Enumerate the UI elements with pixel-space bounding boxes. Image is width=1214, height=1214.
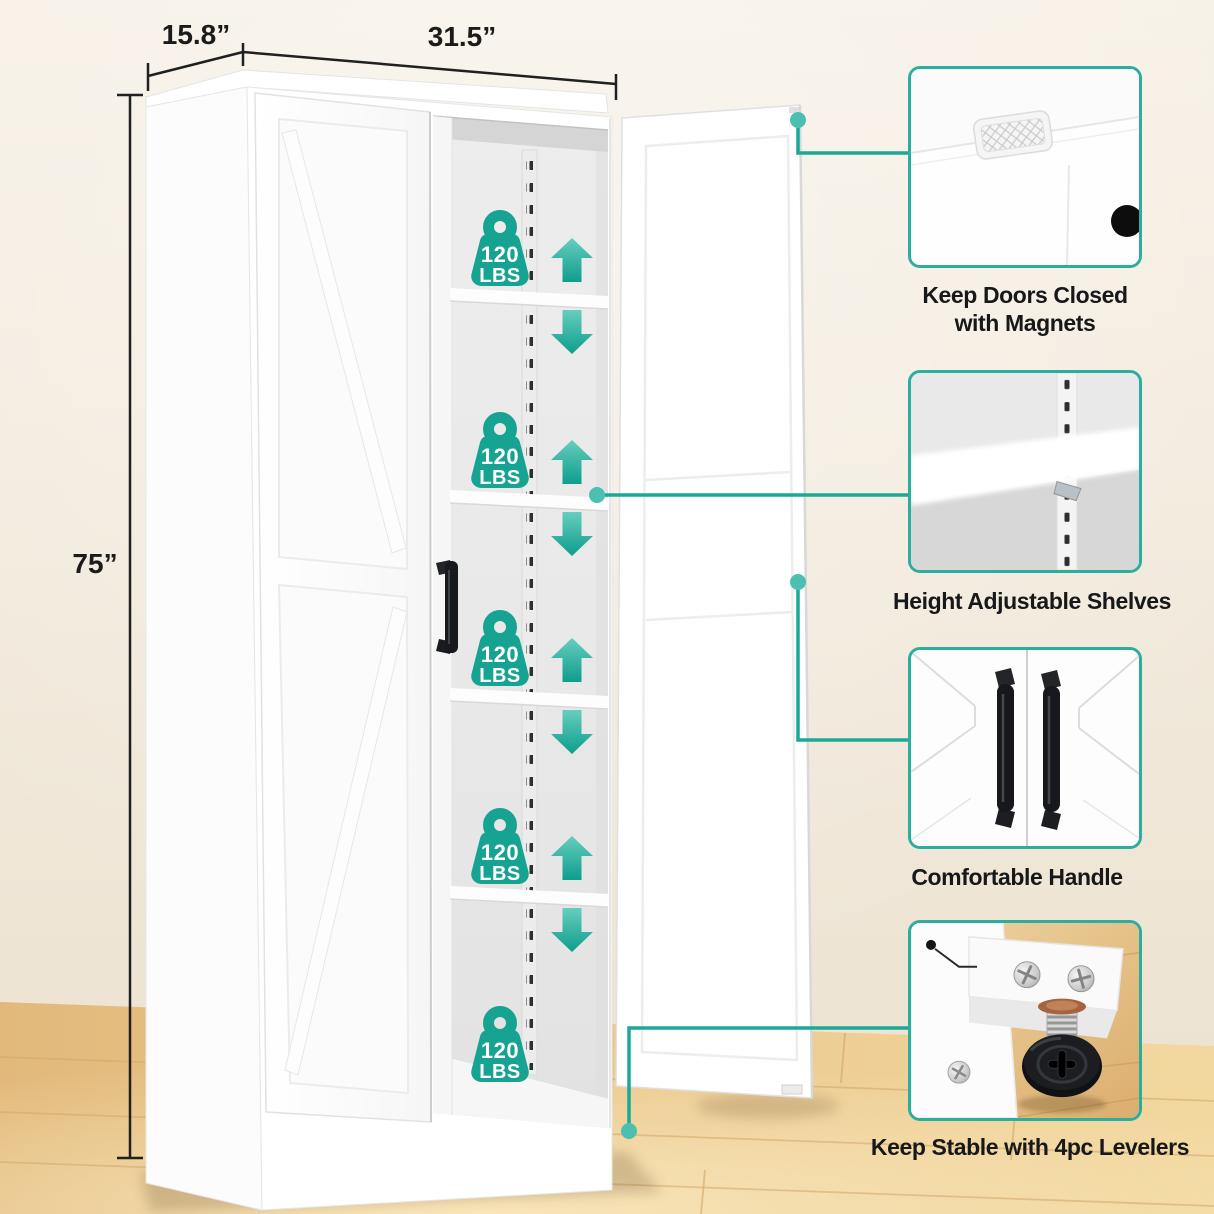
callout-box-levelers	[908, 920, 1142, 1121]
dimension-labels: 15.8” 31.5” 75”	[72, 19, 496, 579]
weight-badge-icon: 120 LBS	[471, 412, 529, 489]
callout-caption-levelers: Keep Stable with 4pc Levelers	[870, 1134, 1190, 1160]
brand-sticker	[781, 1084, 803, 1095]
shelf	[450, 688, 608, 709]
screw-icon	[1067, 965, 1095, 993]
cabinet-side-panel	[145, 86, 263, 1211]
connector-line	[796, 120, 908, 155]
connector-dot	[790, 574, 806, 590]
badge-unit: LBS	[479, 265, 521, 287]
badge-value: 120	[481, 242, 519, 267]
arrow-up-icon	[551, 238, 593, 282]
weight-badge-icon: 120 LBS	[471, 210, 529, 287]
shelf-clip	[1053, 480, 1082, 502]
leveler-photo	[911, 923, 1139, 1118]
arrow-up-icon	[551, 638, 593, 682]
door-handle	[436, 560, 458, 654]
connector-dots	[589, 112, 806, 1139]
dimension-label-height: 75”	[72, 548, 117, 579]
callout-connectors	[597, 120, 908, 1131]
connector-dot	[621, 1123, 637, 1139]
badge-unit: LBS	[479, 467, 521, 489]
arrow-down-icon	[551, 512, 593, 556]
right-door-open	[609, 104, 814, 1128]
handle-photo	[911, 650, 1139, 846]
weight-badge-icon: 120 LBS	[471, 1006, 529, 1083]
handle-icon	[1041, 670, 1061, 830]
door-hole	[1111, 205, 1139, 237]
callout-caption-handle: Comfortable Handle	[911, 864, 1123, 890]
callout-box-handle	[908, 647, 1142, 849]
cabinet	[145, 69, 814, 1211]
badge-unit: LBS	[479, 1061, 521, 1083]
callout-caption-shelves: Height Adjustable Shelves	[893, 588, 1171, 614]
door-diagonal-brace	[281, 129, 407, 554]
pointer-dot	[926, 939, 936, 950]
badge-value: 120	[481, 840, 519, 865]
shelf	[450, 288, 608, 309]
shelves	[449, 288, 609, 908]
weight-badge-icon: 120 LBS	[471, 610, 529, 687]
adjust-arrows	[551, 238, 593, 952]
connector-dot	[589, 487, 605, 503]
screw-icon	[947, 1060, 971, 1084]
base-bracket	[968, 936, 1124, 1012]
badge-value: 120	[481, 1038, 519, 1063]
arrow-up-icon	[551, 440, 593, 484]
arrow-down-icon	[551, 710, 593, 754]
weight-badge-icon: 120 LBS	[471, 808, 529, 885]
shelf-board	[911, 427, 1139, 506]
badge-value: 120	[481, 444, 519, 469]
callout-caption-magnets: Keep Doors Closed with Magnets	[922, 282, 1128, 337]
dimension-label-width: 31.5”	[428, 21, 497, 52]
capacity-badges: 120 LBS 120 LBS 120 LBS 120 LBS 120 LBS	[471, 210, 529, 1083]
arrow-down-icon	[551, 310, 593, 354]
magnet-photo	[911, 69, 1139, 265]
arrow-down-icon	[551, 908, 593, 952]
magnet-plate-icon	[973, 110, 1053, 160]
shelf-standard-strip	[521, 149, 538, 1076]
arrow-up-icon	[551, 836, 593, 880]
callout-box-magnets	[908, 66, 1142, 268]
connector-line	[796, 582, 908, 742]
callout-box-shelves	[908, 370, 1142, 573]
shelf	[450, 886, 608, 907]
interior-left-jamb	[433, 116, 452, 1115]
connector-dot	[790, 112, 806, 128]
handle-icon	[995, 668, 1015, 828]
screw-icon	[1013, 961, 1041, 989]
badge-value: 120	[481, 642, 519, 667]
interior-top-shadow	[433, 116, 608, 152]
left-door-closed	[254, 92, 458, 1123]
connector-line	[627, 1026, 908, 1131]
shelf	[450, 490, 608, 511]
dimension-label-depth: 15.8”	[162, 19, 231, 50]
door-diagonal-brace	[284, 606, 408, 1076]
leveler-foot-icon	[1018, 998, 1106, 1114]
badge-unit: LBS	[479, 665, 521, 687]
dimension-lines	[117, 43, 618, 1160]
badge-unit: LBS	[479, 863, 521, 885]
shelf-photo	[911, 373, 1139, 570]
